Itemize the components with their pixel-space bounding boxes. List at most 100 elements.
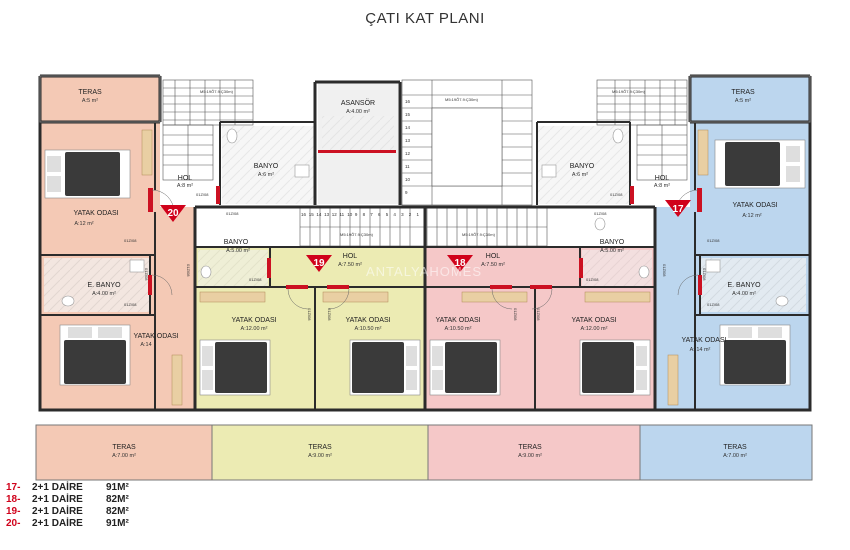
step-number: 9 xyxy=(355,212,358,217)
bed-icons xyxy=(44,139,806,396)
legend-unit-number: 19- xyxy=(6,506,21,517)
door-code: 01Z/08 xyxy=(536,308,541,321)
stair-right-top xyxy=(596,79,688,126)
terrace-outlines xyxy=(35,75,813,481)
unit-18-fill-terrace xyxy=(428,425,640,480)
room-name: TERAS xyxy=(723,444,747,451)
bed-icon xyxy=(579,339,651,396)
unit-20-fill-top-terrace xyxy=(40,76,160,122)
step-number: 15 xyxy=(405,112,411,117)
step-number: 8 xyxy=(363,212,366,217)
unit-markers: 20 17 19 18 xyxy=(160,200,691,272)
stair-note: M5:19Õ7.9:Ç30m) xyxy=(612,89,646,94)
room-area: A:9.00 m² xyxy=(308,453,332,459)
legend-unit-type: 2+1 DAİRE xyxy=(32,482,83,493)
door-code: 01Z/08 xyxy=(226,211,239,216)
unit-17-fill-terrace xyxy=(640,425,812,480)
svg-text:19: 19 xyxy=(313,258,325,269)
bath-tiles xyxy=(44,116,806,312)
page-title: ÇATI KAT PLANI xyxy=(365,10,485,27)
door-code: 01Z/08 xyxy=(707,238,720,243)
room-name: TERAS xyxy=(518,444,542,451)
step-number: 12 xyxy=(405,151,411,156)
unit-20-fill-terrace xyxy=(36,425,212,480)
room-area: A:8 m² xyxy=(177,183,193,189)
door-code: 01Z/08 xyxy=(124,302,137,307)
room-area: A:12.00 m² xyxy=(241,326,268,332)
door-code: 01Z/08 xyxy=(586,277,599,282)
room-name: BANYO xyxy=(224,239,249,246)
room-area: A:6 m² xyxy=(258,172,274,178)
legend-unit-number: 20- xyxy=(6,518,21,529)
room-name: YATAK ODASI xyxy=(681,337,726,344)
room-name: HOL xyxy=(655,175,670,182)
svg-text:18: 18 xyxy=(454,258,466,269)
legend-row: 17- 2+1 DAİRE 91M² xyxy=(6,482,129,494)
room-name: YATAK ODASI xyxy=(73,210,118,217)
step-number: 15 xyxy=(309,212,315,217)
room-name: HOL xyxy=(178,175,193,182)
step-number: 10 xyxy=(405,177,411,182)
step-number: 7 xyxy=(370,212,373,217)
room-name: TERAS xyxy=(78,89,102,96)
legend-unit-number: 18- xyxy=(6,494,21,505)
step-number: 3 xyxy=(401,212,404,217)
bed-icon xyxy=(429,339,501,396)
watermark: ANTALYAHOMES xyxy=(366,264,482,279)
room-area: A:5 m² xyxy=(82,98,98,104)
room-area: A:4.00 m² xyxy=(346,109,370,115)
step-number: 1 xyxy=(417,212,420,217)
legend-unit-number: 17- xyxy=(6,482,21,493)
room-area: A:7.50 m² xyxy=(338,262,362,268)
stair-note: M5:19Õ7.9:Ç30m) xyxy=(445,97,479,102)
door-codes: 01Z/08 01Z/08 01Z/08 01Z/08 01Z/08 01Z/0… xyxy=(124,192,720,321)
room-area: A: 14 m² xyxy=(690,347,711,353)
room-area: A:5.00 m² xyxy=(600,248,624,254)
stair-note: M5:19Õ7.9:Ç30m) xyxy=(462,232,496,237)
step-number: 16 xyxy=(301,212,307,217)
door-code: 01Z/08 xyxy=(594,211,607,216)
room-area: A:12 m² xyxy=(74,221,93,227)
step-number: 13 xyxy=(405,138,411,143)
stair-right-down xyxy=(636,124,688,181)
unit-19-fill-terrace xyxy=(212,425,428,480)
room-area: A:8 m² xyxy=(654,183,670,189)
step-number: 10 xyxy=(347,212,353,217)
step-number: 6 xyxy=(378,212,381,217)
step-number: 14 xyxy=(316,212,322,217)
door-code: 01Z/08 xyxy=(327,308,332,321)
legend-unit-type: 2+1 DAİRE xyxy=(32,518,83,529)
step-number: 12 xyxy=(332,212,338,217)
door-code: 01Z/08 xyxy=(249,277,262,282)
door-code: 01Z/08 xyxy=(513,308,518,321)
door-code: 01Z/08 xyxy=(662,264,667,277)
stair-note: M5:19Õ7.9:Ç30m) xyxy=(200,89,234,94)
step-number: 4 xyxy=(393,212,396,217)
legend-unit-size: 91M² xyxy=(106,482,129,493)
unit-marker-17: 17 xyxy=(665,200,691,217)
room-name: YATAK ODASI xyxy=(345,317,390,324)
room-area: A:10.50 m² xyxy=(355,326,382,332)
bed-icon xyxy=(714,139,806,189)
room-name: BANYO xyxy=(600,239,625,246)
legend-unit-type: 2+1 DAİRE xyxy=(32,506,83,517)
room-name: YATAK ODASI xyxy=(133,333,178,340)
room-name: YATAK ODASI xyxy=(571,317,616,324)
bed-icon xyxy=(59,324,131,386)
stair-center xyxy=(401,79,533,206)
room-area: A:4.00 m² xyxy=(732,291,756,297)
svg-text:20: 20 xyxy=(167,208,179,219)
step-number: 13 xyxy=(324,212,330,217)
legend-unit-type: 2+1 DAİRE xyxy=(32,494,83,505)
wardrobes xyxy=(141,129,709,406)
room-area: A:9.00 m² xyxy=(518,453,542,459)
bed-icon xyxy=(199,339,271,396)
door-code: 01Z/08 xyxy=(186,264,191,277)
room-area: A:5.00 m² xyxy=(226,248,250,254)
room-name: YATAK ODASI xyxy=(231,317,276,324)
svg-text:17: 17 xyxy=(672,204,684,215)
